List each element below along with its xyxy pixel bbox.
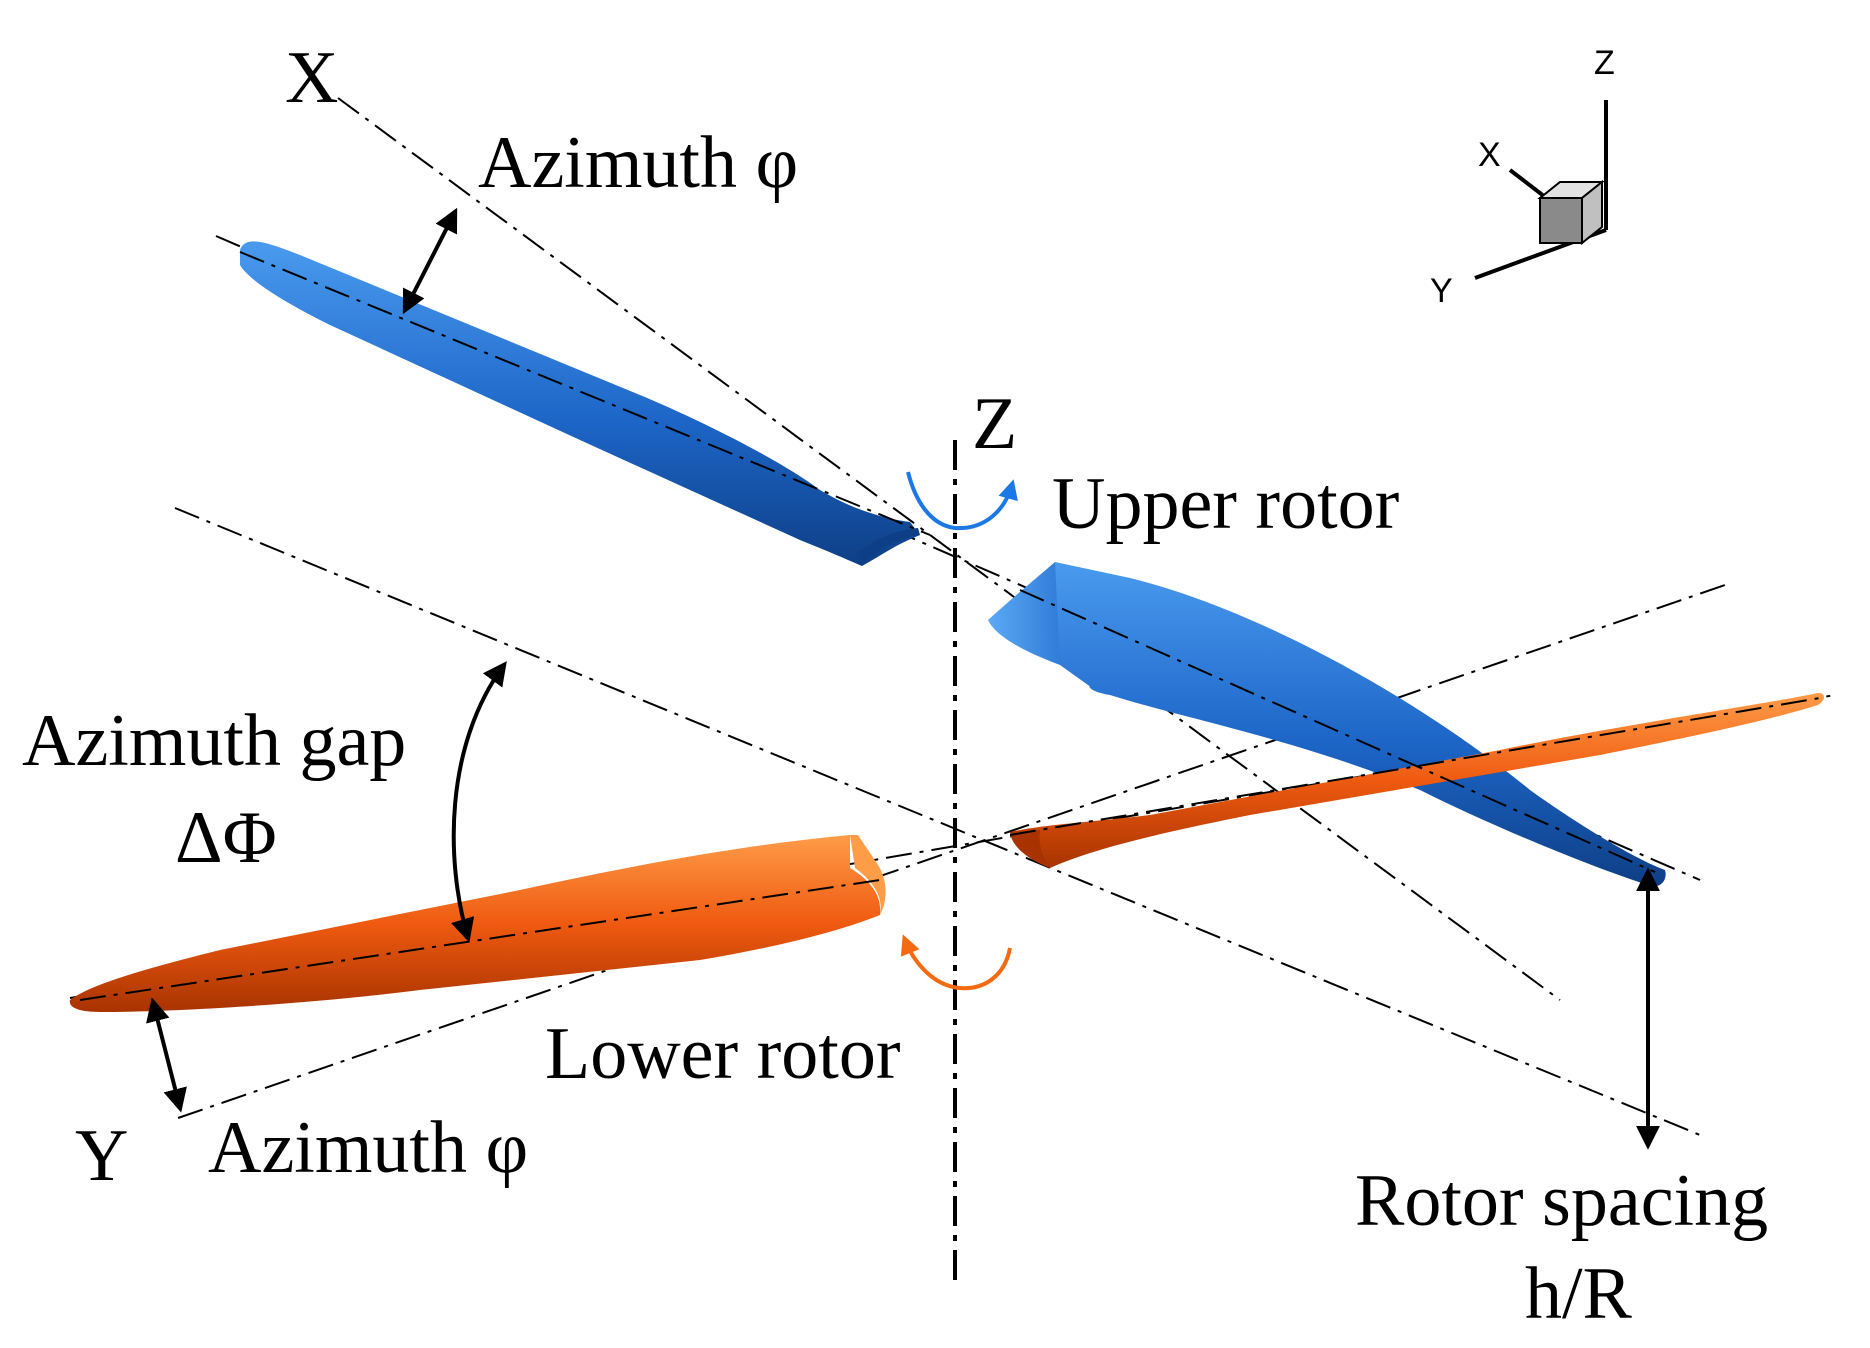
lower-rotor-label: Lower rotor — [545, 1013, 900, 1095]
upper-rotor — [240, 241, 1666, 887]
lower-rotation-arrow — [900, 934, 1012, 991]
upper-rotor-label: Upper rotor — [1052, 463, 1399, 545]
upper-x-axis-line — [337, 97, 1561, 1001]
upper-blade-left-root — [855, 528, 920, 566]
z-axis-label: Z — [972, 383, 1017, 465]
upper-blade-left — [240, 241, 920, 566]
upper-blade-right — [1055, 562, 1666, 887]
azimuth-upper-label: Azimuth φ — [478, 122, 798, 204]
azimuth-lower-arrow — [146, 997, 187, 1113]
rotation-arrows — [900, 471, 1018, 991]
triad-z-label: Z — [1594, 44, 1615, 82]
x-axis-label: X — [285, 37, 338, 119]
triad-y-label: Y — [1430, 272, 1453, 310]
lower-blade-right-root — [1010, 830, 1050, 868]
upper-rotation-arrow — [906, 471, 1018, 531]
lower-blade-right — [1010, 693, 1824, 868]
rotor-spacing-symbol: h/R — [1525, 1253, 1633, 1335]
lower-blade-left-root — [850, 835, 886, 915]
triad-cube-icon — [1537, 179, 1605, 246]
rotor-spacing-label: Rotor spacing — [1355, 1160, 1768, 1242]
blade-axes-overlay — [79, 251, 1821, 1001]
dimension-arrows — [146, 207, 1660, 1150]
orientation-triad: Z X Y — [1430, 44, 1615, 310]
azimuth-gap-symbol: ΔΦ — [175, 797, 277, 879]
azimuth-upper-arrow — [402, 207, 458, 315]
y-axis-label: Y — [75, 1115, 128, 1197]
triad-x-label: X — [1478, 136, 1501, 174]
azimuth-gap-arrow — [451, 661, 507, 943]
azimuth-gap-label: Azimuth gap — [22, 700, 406, 782]
labels: X Azimuth φ Z Upper rotor Azimuth gap ΔΦ… — [22, 37, 1768, 1335]
lower-y-axis-line — [177, 584, 1726, 1119]
azimuth-lower-label: Azimuth φ — [208, 1107, 528, 1189]
